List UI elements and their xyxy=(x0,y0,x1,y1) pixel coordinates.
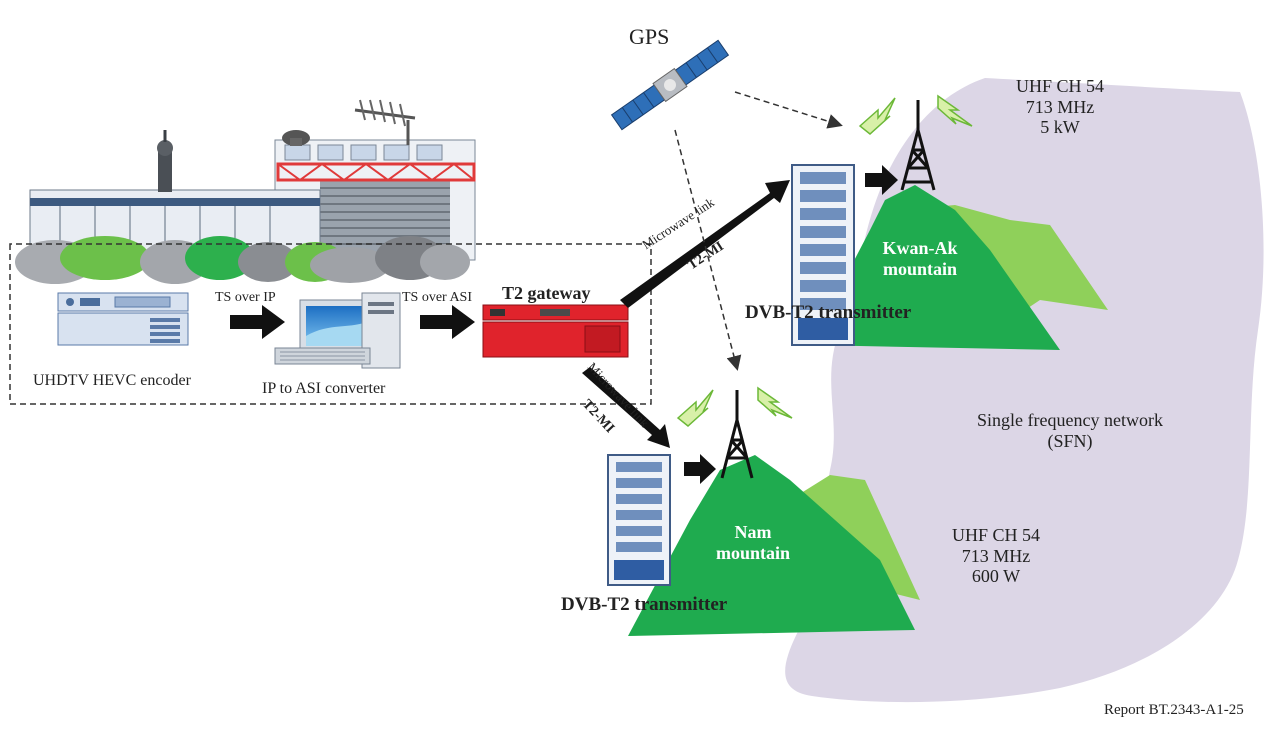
t2-gateway-device xyxy=(482,304,629,358)
gps-label: GPS xyxy=(629,24,670,49)
nam-transmitter-rack xyxy=(607,454,671,586)
microwave-arrow-lower xyxy=(582,367,670,448)
kwanak-power: 5 kW xyxy=(1040,117,1080,138)
kwanak-channel: UHF CH 54 xyxy=(1015,76,1104,96)
arrow-converter-to-gateway xyxy=(420,305,475,339)
nam-mountain xyxy=(628,455,920,636)
nam-channel: UHF CH 54 xyxy=(951,525,1040,545)
nam-signal xyxy=(676,386,793,427)
kwanak-mountain xyxy=(810,185,1108,350)
kwanak-signal xyxy=(858,94,973,135)
kwanak-frequency: 713 MHz xyxy=(1025,96,1095,117)
gps-arrow-kwanak xyxy=(734,91,843,129)
nam-mountain-label: Nam mountain xyxy=(715,522,791,563)
arrow-nam-rack-to-tower xyxy=(684,454,716,484)
studio-boundary xyxy=(9,243,652,405)
encoder-unit xyxy=(57,292,189,346)
nam-tower xyxy=(720,390,754,479)
gps-satellite xyxy=(610,39,730,131)
kwanak-mountain-label: Kwan-Ak mountain xyxy=(882,238,958,279)
converter-label: IP to ASI converter xyxy=(262,380,386,397)
arrow-encoder-to-converter xyxy=(230,305,285,339)
kwanak-spec-block: UHF CH 54 713 MHz 5 kW xyxy=(990,76,1130,138)
encoder-label: UHDTV HEVC encoder xyxy=(33,372,191,389)
converter-computer xyxy=(274,292,401,369)
t2-gateway-label: T2 gateway xyxy=(502,283,591,303)
shrubs xyxy=(15,236,470,284)
kwanak-transmitter-rack xyxy=(791,164,855,346)
sfn-label: Single frequency network (SFN) xyxy=(977,410,1163,451)
kwanak-tower xyxy=(900,100,936,191)
nam-spec-block: UHF CH 54 713 MHz 600 W xyxy=(926,525,1066,587)
kwanak-transmitter-label: DVB-T2 transmitter xyxy=(745,302,912,323)
nam-power: 600 W xyxy=(971,566,1021,587)
gps-arrow-nam xyxy=(674,129,742,371)
ts-over-asi-label: TS over ASI xyxy=(402,290,472,305)
microwave-arrow-upper xyxy=(620,180,790,308)
nam-frequency: 713 MHz xyxy=(961,545,1031,566)
broadcast-building xyxy=(29,99,476,261)
nam-transmitter-label: DVB-T2 transmitter xyxy=(561,594,728,615)
report-id: Report BT.2343-A1-25 xyxy=(1104,702,1244,718)
ts-over-ip-label: TS over IP xyxy=(215,290,276,305)
arrow-kwanak-rack-to-tower xyxy=(865,165,898,195)
